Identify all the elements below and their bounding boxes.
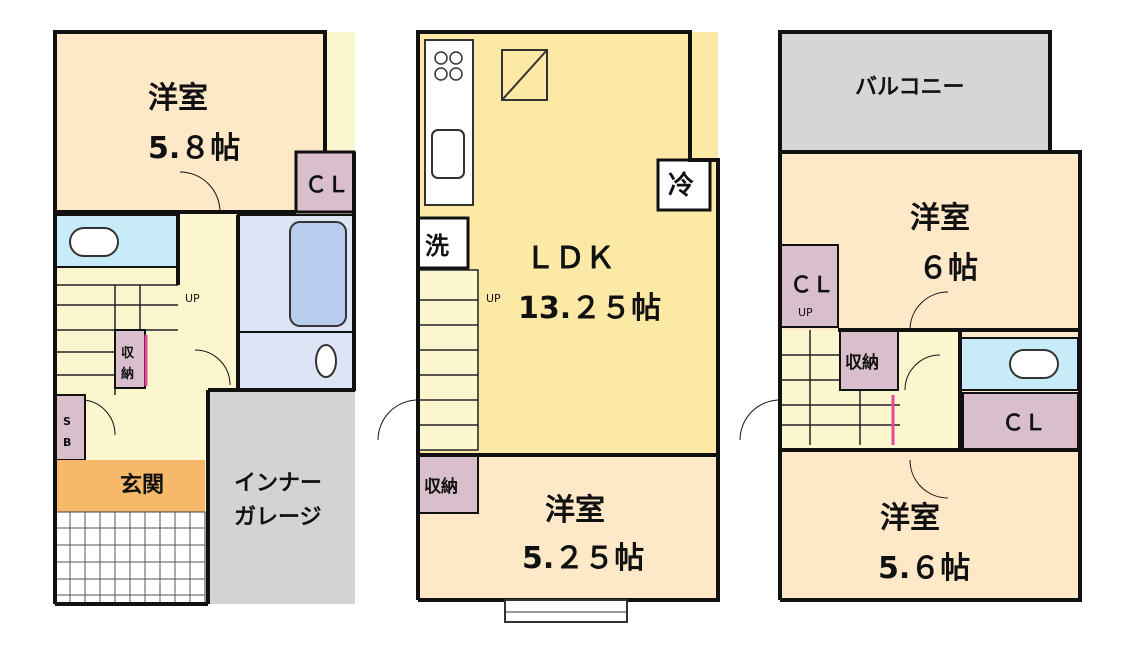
floor-3-walls [778,30,1082,602]
floor-1-porch [54,511,206,605]
stove-icon [434,51,463,81]
floor-1-closet-label: ＣＬ [305,173,349,198]
floor-1-closet [294,150,356,214]
floor-3-closet-a-sub: UP [798,306,813,319]
floor-1-shoe-box-label-top: S [63,415,71,428]
floor-2-stairs [417,269,479,451]
floor-1-garage-label-2: ガレージ [234,505,322,530]
kitchen-sink-icon [431,129,465,179]
floor-3-door-arcs [739,291,949,499]
floor-1-storage-label-top: 収 [121,346,135,361]
floor-3-bedroom-b-name: 洋室 [880,501,940,536]
floor-1-entrance [55,460,205,512]
floor-3: ＣＬ UP 収納 ＣＬ [739,30,1082,602]
fridge-label: 冷 [668,170,694,201]
bathtub-icon [289,221,347,327]
floor-2-bedroom-name: 洋室 [545,493,605,528]
floor-1-shoe-box-label-bottom: B [63,436,71,449]
kitchen-counter [424,39,474,206]
skylight-icon [501,49,548,101]
floor-1-washroom [237,331,356,391]
floor-1-stair-label: UP [185,292,200,305]
toilet-icon [1009,349,1059,379]
balcony [780,32,1050,152]
floor-1-bedroom [55,32,325,212]
floor-2-bedroom-size: 5.２５帖 [522,541,644,576]
floor-1-door-arcs [84,171,231,436]
floor-2-door-arcs [377,399,419,441]
floor-1-entrance-label: 玄関 [120,472,164,498]
floor-3-closet-b-label: ＣＬ [1002,411,1046,436]
floor-3-stairs [780,330,900,445]
floor-1-garage-label-1: インナー [234,471,322,496]
floor-3-closet-a-label: ＣＬ [790,273,834,298]
ldk-name: ＬＤＫ [525,241,615,276]
floor-1-bedroom-size: 5.８帖 [148,131,240,166]
floor-3-bedroom-b-size: 5.６帖 [878,551,970,586]
fridge-box [656,158,712,212]
floor-1-garage [208,392,355,604]
floor-1-storage-label-bottom: 納 [121,366,134,382]
washer-box [416,216,470,270]
floor-3-bedroom-a-name: 洋室 [910,201,970,236]
floor-2-window [504,599,628,623]
sink-icon [315,344,337,378]
floor-2: 冷 洗 UP 収納 ＬＤＫ 13.２５帖 洋室 5.２５帖 [377,30,720,623]
floor-2-stair-label: UP [486,292,501,305]
ldk-size: 13.２５帖 [518,291,661,326]
floor-3-bedroom-a-size: ６帖 [918,251,978,286]
floor-1-walls [53,30,356,606]
floor-2-storage-label: 収納 [424,476,458,497]
floor-1: UP 収 納 S B [53,30,356,606]
floor-1-storage [114,329,146,389]
washer-label: 洗 [425,232,449,260]
floor-3-storage-label: 収納 [845,352,879,373]
balcony-label: バルコニー [855,75,965,100]
floor-3-closet-a [779,244,839,328]
floor-2-walls [416,30,720,602]
floor-1-bedroom-name: 洋室 [148,81,208,116]
floor-3-storage [839,329,899,391]
toilet-icon [69,227,119,257]
